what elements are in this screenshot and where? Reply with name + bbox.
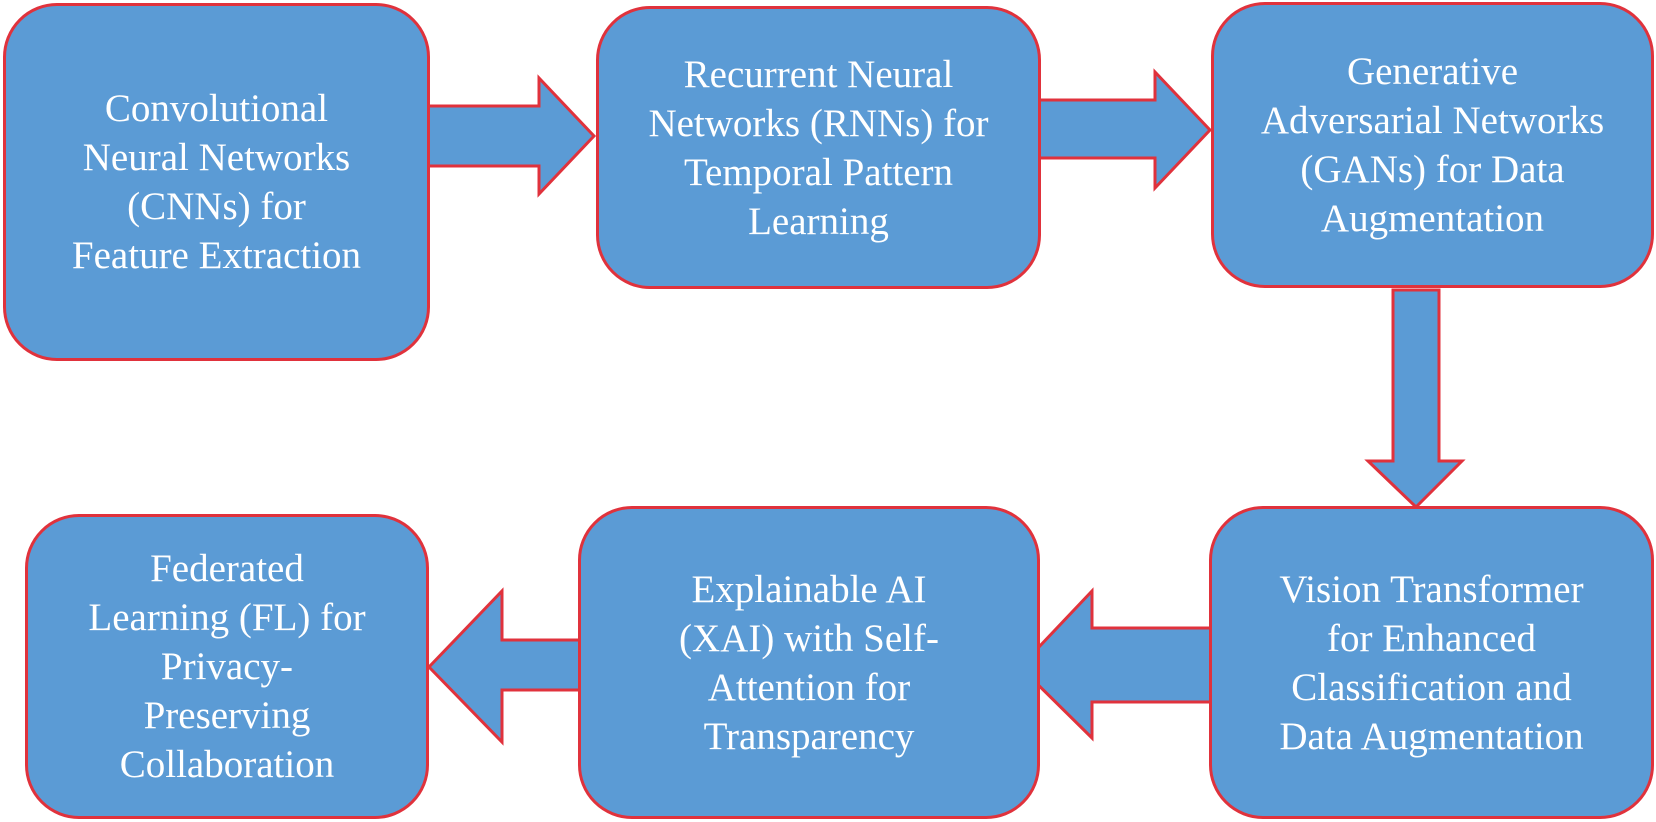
- arrow-rnn-to-gan: [1037, 68, 1213, 192]
- step-box-gan: Generative Adversarial Networks (GANs) f…: [1211, 2, 1654, 288]
- step-label-vision-transformer: Vision Transformer for Enhanced Classifi…: [1279, 567, 1584, 758]
- step-label-cnn: Convolutional Neural Networks (CNNs) for…: [71, 87, 362, 277]
- step-label-gan: Generative Adversarial Networks (GANs) f…: [1260, 50, 1605, 240]
- step-box-federated-learning: Federated Learning (FL) for Privacy- Pre…: [25, 514, 429, 819]
- step-box-vision-transformer: Vision Transformer for Enhanced Classifi…: [1209, 506, 1654, 819]
- arrow-xai-to-fl: [426, 587, 583, 746]
- step-label-federated-learning: Federated Learning (FL) for Privacy- Pre…: [88, 547, 366, 786]
- step-label-xai: Explainable AI (XAI) with Self- Attentio…: [679, 567, 939, 758]
- step-label-rnn: Recurrent Neural Networks (RNNs) for Tem…: [648, 52, 989, 243]
- step-box-cnn: Convolutional Neural Networks (CNNs) for…: [3, 3, 430, 361]
- step-box-rnn: Recurrent Neural Networks (RNNs) for Tem…: [596, 6, 1041, 289]
- arrow-gan-to-vit: [1364, 288, 1466, 510]
- step-box-xai: Explainable AI (XAI) with Self- Attentio…: [578, 506, 1040, 819]
- arrow-vit-to-xai: [1017, 587, 1224, 742]
- arrow-cnn-to-rnn: [425, 74, 597, 198]
